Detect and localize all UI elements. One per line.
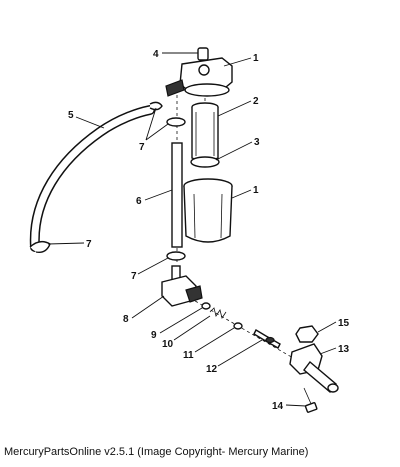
part-2-filter-element <box>191 102 219 162</box>
leader-6 <box>144 189 173 201</box>
leader-14 <box>285 404 307 407</box>
leader-2 <box>217 100 252 117</box>
part-7-clamp-top-b <box>166 117 186 127</box>
part-1-filter-head <box>165 57 233 97</box>
leader-1-bottom <box>231 189 252 199</box>
callout-11: 11 <box>183 350 194 361</box>
part-6-fuel-line <box>171 142 183 248</box>
leader-7-top <box>145 107 169 141</box>
callout-1-bottom: 1 <box>253 185 259 196</box>
callout-12: 12 <box>206 364 218 375</box>
leader-11 <box>194 327 235 353</box>
callout-1-top: 1 <box>253 53 259 64</box>
part-9-washer <box>201 302 211 310</box>
leader-13 <box>319 347 337 355</box>
part-11-o-ring <box>233 322 243 330</box>
leader-1-top <box>223 57 252 67</box>
leader-9 <box>159 307 203 334</box>
part-8-elbow-fitting <box>161 265 203 307</box>
callout-5: 5 <box>68 110 74 121</box>
leader-7-left <box>47 242 85 245</box>
callout-14: 14 <box>272 401 284 412</box>
leader-8 <box>131 295 165 319</box>
leader-15 <box>317 321 337 333</box>
part-14-screw <box>303 387 318 413</box>
callout-7-top: 7 <box>139 142 145 153</box>
copyright-footer: MercuryPartsOnline v2.5.1 (Image Copyrig… <box>4 446 309 458</box>
part-1-filter-bowl <box>183 178 233 243</box>
leader-5 <box>75 116 105 129</box>
callout-4: 4 <box>153 49 159 60</box>
leader-12 <box>217 339 263 367</box>
callout-7-bottom: 7 <box>131 271 137 282</box>
callout-6: 6 <box>136 196 142 207</box>
callout-9: 9 <box>151 330 157 341</box>
callout-7-left: 7 <box>86 239 92 250</box>
callout-3: 3 <box>254 137 260 148</box>
part-15-nut <box>295 325 319 343</box>
part-12-valve-stem <box>253 329 281 349</box>
leader-7-bottom <box>137 257 169 275</box>
leader-10 <box>173 315 211 341</box>
part-3-o-ring <box>190 156 220 168</box>
exploded-parts-diagram: 4 1 2 3 1 5 7 6 7 7 8 9 10 11 12 13 15 1… <box>29 47 350 413</box>
part-10-spring <box>209 307 227 319</box>
part-5-hose <box>31 106 154 251</box>
callout-10: 10 <box>162 339 174 350</box>
part-13-valve-body <box>289 343 339 394</box>
callout-13: 13 <box>338 344 350 355</box>
leader-3 <box>215 141 253 161</box>
part-7-clamp-bottom <box>166 251 186 261</box>
callout-8: 8 <box>123 314 129 325</box>
callout-15: 15 <box>338 318 350 329</box>
part-7-clamp-top-a <box>149 101 163 111</box>
callout-2: 2 <box>253 96 259 107</box>
